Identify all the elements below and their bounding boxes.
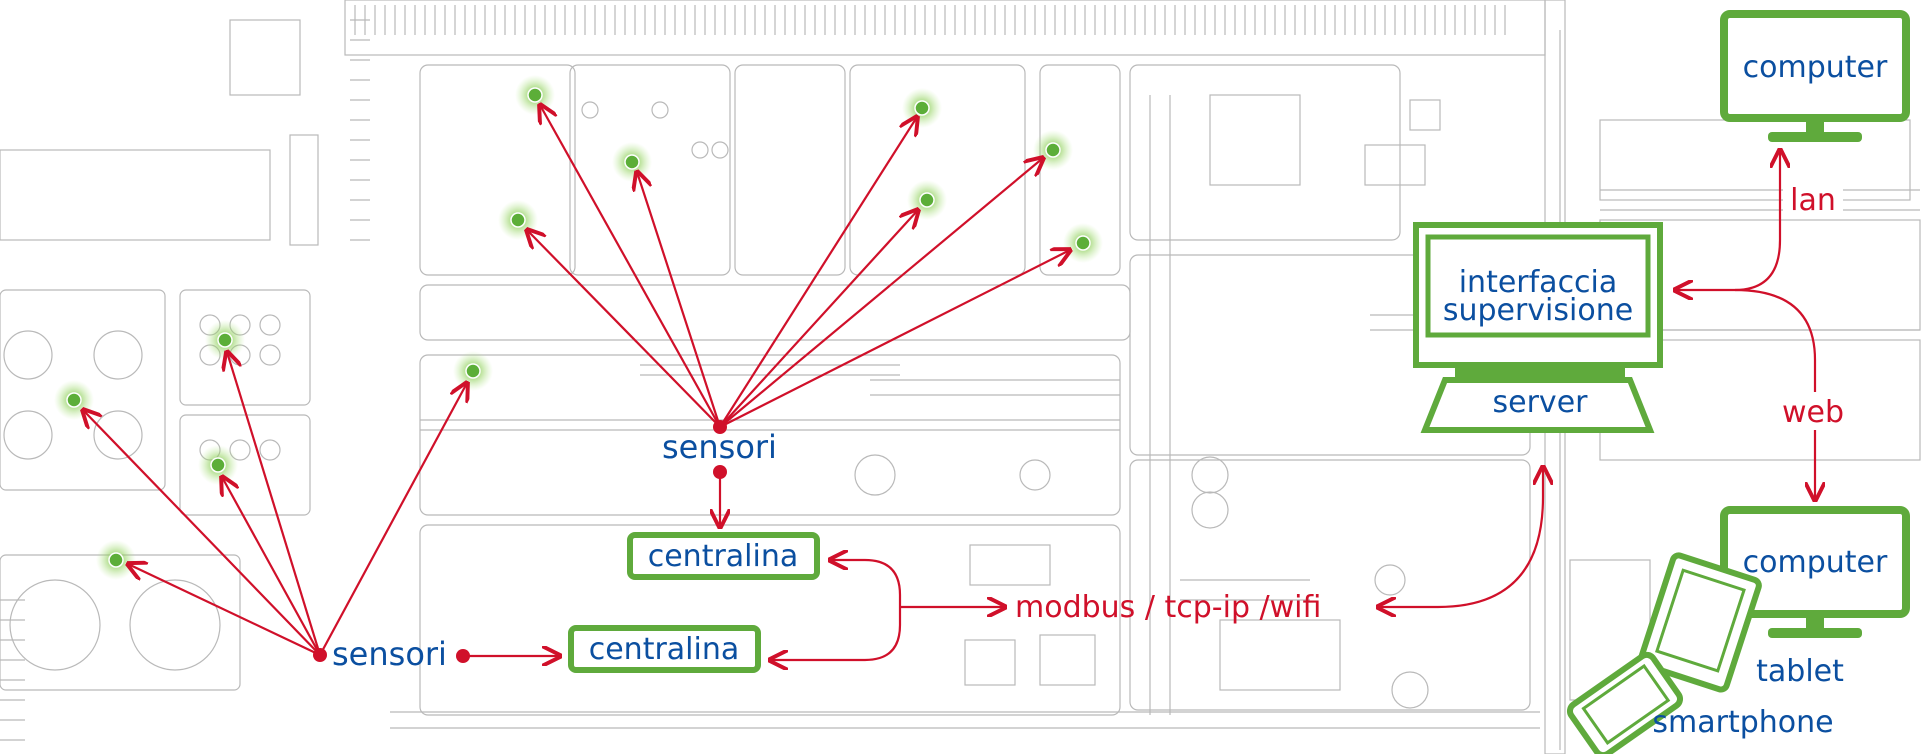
computer-top-label: computer	[1743, 50, 1888, 85]
server-monitor-icon: interfaccia supervisione server	[1413, 222, 1663, 433]
arrow-path	[1734, 288, 1815, 500]
tablet-icon	[1637, 552, 1762, 693]
controller-box-2: centralina	[568, 625, 761, 673]
sensor-dot	[1033, 130, 1073, 170]
web-label-bg	[1774, 392, 1852, 430]
arrow-line	[222, 477, 321, 656]
lan-label: lan	[1790, 183, 1836, 218]
sensor-dot	[205, 320, 245, 360]
arrow-line	[540, 105, 721, 428]
arrow-line	[719, 158, 1043, 428]
smartphone-icon	[1566, 651, 1684, 754]
protocol-label: modbus / tcp-ip /wifi	[1015, 590, 1321, 625]
controller-label-2: centralina	[589, 632, 740, 667]
sensor-markers	[54, 75, 1103, 580]
computer-bottom-icon: computer	[1720, 506, 1910, 638]
supervision-line-1: interfaccia	[1459, 265, 1618, 300]
sensor-dot	[612, 142, 652, 182]
sensor-dot	[902, 88, 942, 128]
smartphone-label: smartphone	[1652, 705, 1833, 740]
arrow-line	[527, 230, 721, 428]
web-label: web	[1782, 395, 1844, 430]
tablet-label: tablet	[1756, 654, 1844, 689]
sensor-dot	[96, 540, 136, 580]
arrow-line	[319, 383, 467, 656]
computer-top-icon: computer	[1720, 10, 1910, 142]
controller-box-1: centralina	[627, 532, 820, 580]
sensors-center-label: sensori	[662, 428, 777, 466]
sensor-hub-dot	[713, 465, 727, 479]
hub-dots	[313, 420, 727, 663]
sensor-dot	[1063, 223, 1103, 263]
arrow-line	[719, 210, 918, 428]
computer-bottom-label: computer	[1743, 545, 1888, 580]
sensor-hub-dot	[456, 649, 470, 663]
sensors-left-label: sensori	[332, 635, 447, 673]
arrow-line	[83, 410, 321, 656]
arrow-line	[719, 117, 917, 428]
arrow-line	[128, 564, 321, 656]
arrow-line	[637, 172, 722, 428]
controller-label-1: centralina	[648, 539, 799, 574]
arrow-path	[1378, 467, 1543, 607]
arrow-line	[227, 352, 322, 656]
sensor-hub-dot	[713, 420, 727, 434]
sensor-dot	[198, 445, 238, 485]
arrow-path	[770, 560, 902, 660]
sensor-dot	[453, 351, 493, 391]
supervision-line-2: supervisione	[1443, 293, 1633, 328]
lan-label-bg	[1783, 180, 1843, 216]
connection-arrows	[83, 105, 1815, 660]
arrow-line	[719, 250, 1070, 428]
sensor-dot	[515, 75, 555, 115]
server-label: server	[1493, 385, 1589, 420]
sensor-hub-dot	[313, 648, 327, 662]
